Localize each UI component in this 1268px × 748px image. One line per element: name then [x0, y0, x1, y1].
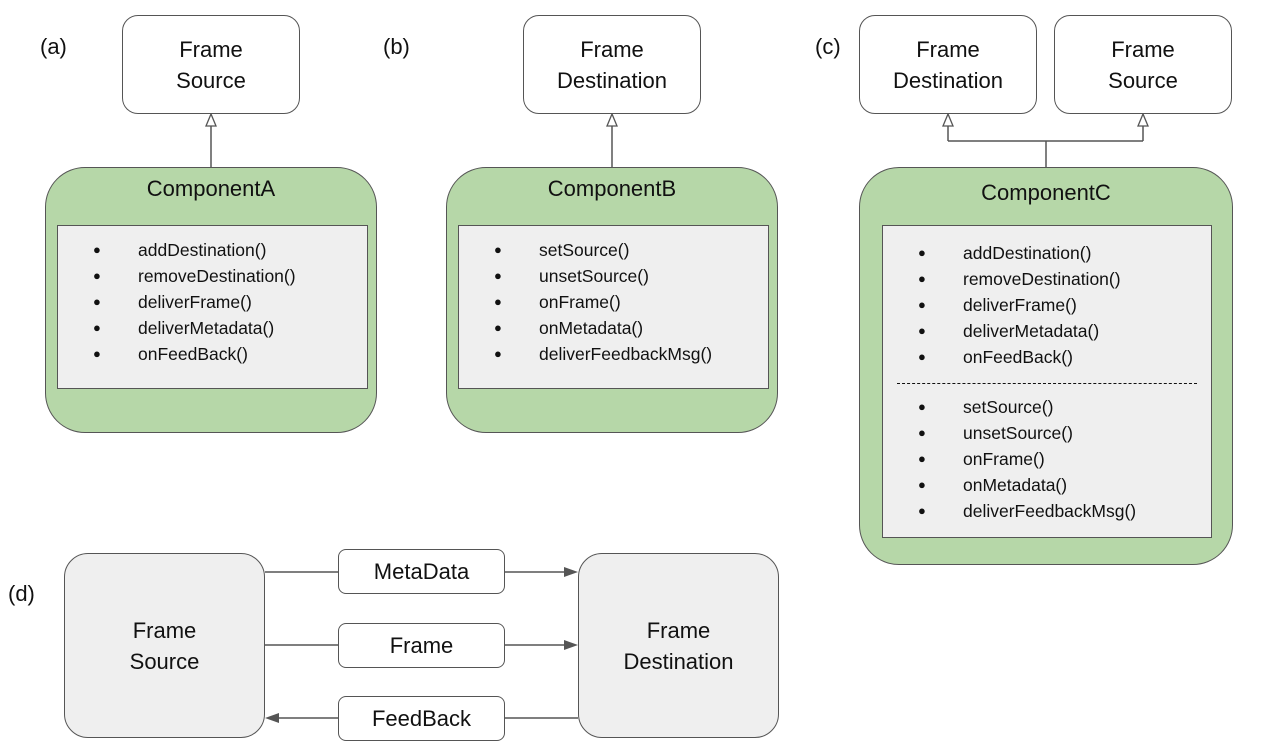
component-b-methods-box: setSource() unsetSource() onFrame() onMe…: [458, 225, 769, 389]
component-c: ComponentC addDestination() removeDestin…: [859, 167, 1233, 565]
interface-line2: Destination: [556, 67, 668, 93]
method-item: deliverFrame(): [883, 292, 1211, 318]
panel-d-label: (d): [8, 581, 35, 606]
node-line1: Frame: [646, 617, 711, 643]
frame-source-interface: Frame Source: [1054, 15, 1232, 114]
inherit-arrowhead-c-left: [942, 112, 954, 127]
frame-destination-node: Frame Destination: [578, 553, 779, 738]
frame-source-interface: Frame Source: [122, 15, 300, 114]
inherit-arrowhead-b: [606, 112, 618, 127]
interface-line2: Source: [176, 67, 246, 93]
method-item: deliverFrame(): [58, 289, 367, 315]
interface-line2: Source: [1108, 67, 1178, 93]
interface-line1: Frame: [580, 36, 644, 62]
panel-c-label: (c): [815, 34, 841, 59]
component-c-title: ComponentC: [981, 180, 1111, 205]
method-item: unsetSource(): [459, 263, 768, 289]
feedback-message: FeedBack: [338, 696, 505, 741]
method-item: onFeedBack(): [883, 344, 1211, 370]
feedback-arrowhead: [265, 713, 279, 723]
inherit-arrowhead-a: [205, 112, 217, 127]
frame-message: Frame: [338, 623, 505, 668]
method-item: setSource(): [459, 237, 768, 263]
component-b: ComponentB setSource() unsetSource() onF…: [446, 167, 778, 433]
component-a-methods-box: addDestination() removeDestination() del…: [57, 225, 368, 389]
interface-line1: Frame: [1111, 36, 1175, 62]
interface-line1: Frame: [916, 36, 980, 62]
component-c-source-methods: addDestination() removeDestination() del…: [883, 240, 1211, 370]
panel-a-label: (a): [40, 34, 67, 59]
component-a-method-list: addDestination() removeDestination() del…: [58, 237, 367, 367]
method-item: removeDestination(): [883, 266, 1211, 292]
method-item: deliverMetadata(): [58, 315, 367, 341]
method-item: onMetadata(): [883, 472, 1211, 498]
method-item: unsetSource(): [883, 420, 1211, 446]
interface-line2: Destination: [892, 67, 1004, 93]
component-a-title: ComponentA: [146, 176, 276, 201]
method-item: deliverFeedbackMsg(): [883, 498, 1211, 524]
frame-destination-interface: Frame Destination: [859, 15, 1037, 114]
method-item: removeDestination(): [58, 263, 367, 289]
frame-source-node: Frame Source: [64, 553, 265, 738]
method-item: deliverMetadata(): [883, 318, 1211, 344]
method-item: deliverFeedbackMsg(): [459, 341, 768, 367]
frame-label: Frame: [389, 632, 454, 658]
metadata-arrowhead: [564, 567, 578, 577]
metadata-label: MetaData: [373, 558, 470, 584]
method-item: addDestination(): [58, 237, 367, 263]
method-item: addDestination(): [883, 240, 1211, 266]
component-c-destination-methods: setSource() unsetSource() onFrame() onMe…: [883, 394, 1211, 524]
method-item: onFrame(): [459, 289, 768, 315]
metadata-message: MetaData: [338, 549, 505, 594]
interface-line1: Frame: [179, 36, 243, 62]
panel-b-label: (b): [383, 34, 410, 59]
component-a: ComponentA addDestination() removeDestin…: [45, 167, 377, 433]
method-group-divider: [897, 383, 1197, 384]
component-b-method-list: setSource() unsetSource() onFrame() onMe…: [459, 237, 768, 367]
component-b-title: ComponentB: [547, 176, 677, 201]
method-item: setSource(): [883, 394, 1211, 420]
component-c-methods-box: addDestination() removeDestination() del…: [882, 225, 1212, 538]
node-line2: Source: [129, 648, 200, 674]
inherit-arrowhead-c-right: [1137, 112, 1149, 127]
frame-destination-interface: Frame Destination: [523, 15, 701, 114]
node-line1: Frame: [132, 617, 197, 643]
method-item: onFeedBack(): [58, 341, 367, 367]
method-item: onFrame(): [883, 446, 1211, 472]
feedback-label: FeedBack: [371, 705, 472, 731]
frame-arrowhead: [564, 640, 578, 650]
node-line2: Destination: [623, 648, 734, 674]
method-item: onMetadata(): [459, 315, 768, 341]
